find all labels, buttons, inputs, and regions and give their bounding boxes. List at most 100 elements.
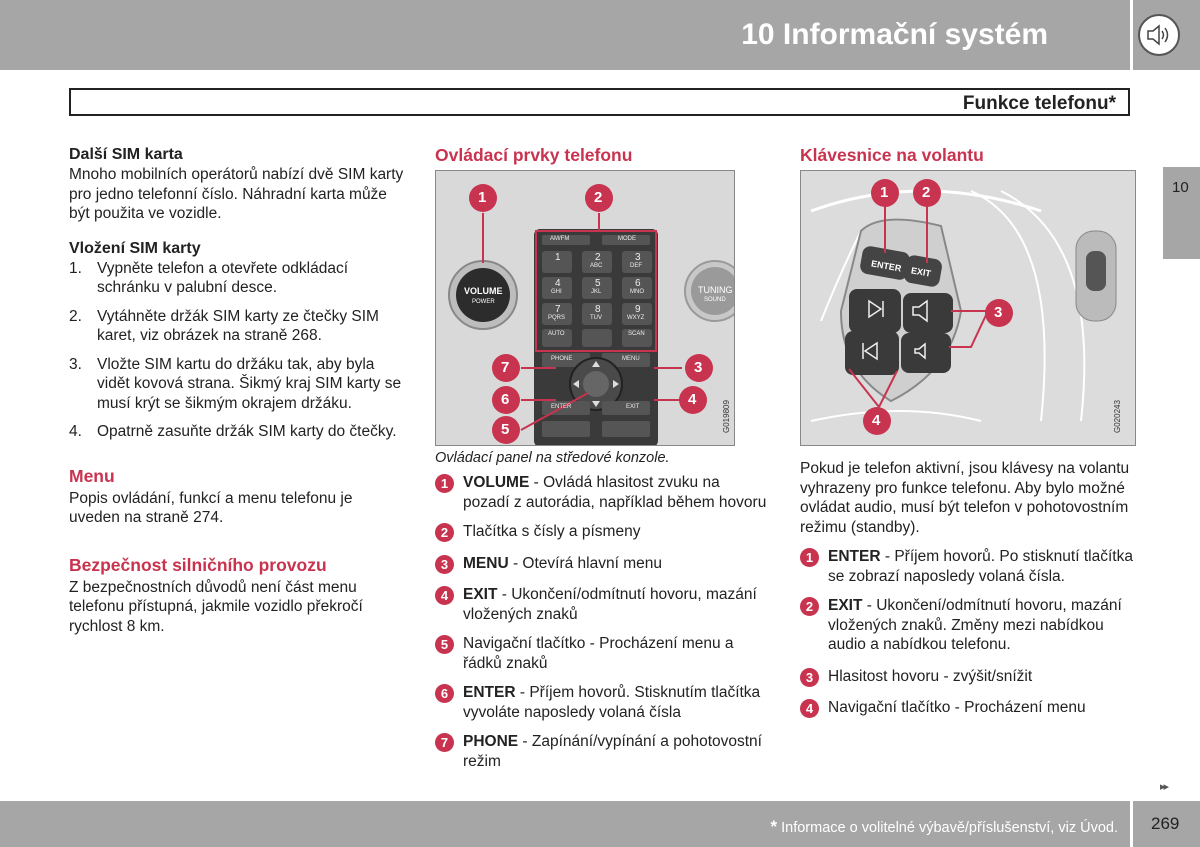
key-2: 2 <box>595 252 601 263</box>
steering-keypad-heading: Klávesnice na volantu <box>800 145 984 165</box>
item-badge: 6 <box>435 684 454 703</box>
item-badge: 4 <box>800 699 819 718</box>
key-9: 9 <box>635 304 641 315</box>
safety-text: Z bezpečnostních důvodů není část menu t… <box>69 578 363 635</box>
steering-keypad-figure: ENTER EXIT 1 2 3 4 G020243 <box>800 170 1136 446</box>
auto-label: AUTO <box>548 331 565 337</box>
badge-2: 2 <box>594 189 603 206</box>
wheel-badge-2: 2 <box>922 184 931 201</box>
key-7-letters: PQRS <box>548 315 566 321</box>
console-controls-heading: Ovládací prvky telefonu <box>435 145 633 165</box>
item-badge: 3 <box>435 554 454 574</box>
key-5: 5 <box>595 278 601 289</box>
chapter-side-tab: 10 <box>1163 167 1200 259</box>
badge-3: 3 <box>694 359 703 376</box>
console-panel-illustration <box>436 171 734 445</box>
steering-items-list: Pokud je telefon aktivní, jsou klávesy n… <box>800 459 1135 728</box>
badge-1: 1 <box>478 189 487 206</box>
page-number-box: 269 <box>1131 801 1200 847</box>
menu-text: Popis ovládání, funkcí a menu telefonu j… <box>69 489 353 527</box>
item-badge: 7 <box>435 733 454 752</box>
key-3: 3 <box>635 252 641 263</box>
key-1: 1 <box>555 252 561 263</box>
key-5-letters: JKL <box>591 289 602 295</box>
badge-6: 6 <box>501 391 510 408</box>
menu-heading: Menu <box>69 465 115 486</box>
figure-caption: Ovládací panel na středové konzole. <box>435 450 670 466</box>
wheel-badge-1: 1 <box>880 184 889 201</box>
key-2-letters: ABC <box>590 263 603 269</box>
item-badge: 3 <box>800 667 819 687</box>
item-badge: 1 <box>435 474 454 493</box>
column-console-controls: Ovládací prvky telefonu <box>435 145 770 168</box>
chapter-title: 10 Informační systém <box>741 18 1048 51</box>
section-title: Funkce telefonu* <box>962 93 1116 114</box>
key-7: 7 <box>555 304 561 315</box>
figure-code: G020243 <box>1113 400 1122 433</box>
phone-button-label: PHONE <box>551 356 573 362</box>
console-panel-figure: VOLUME POWER TUNING SOUND AM/FM MODE 1 2… <box>435 170 735 446</box>
key-4-letters: GHI <box>551 289 562 295</box>
steering-wheel-illustration <box>801 171 1135 445</box>
list-item: 4.Opatrně zasuňte držák SIM karty do čte… <box>69 423 397 440</box>
item-badge: 4 <box>435 586 454 605</box>
footer-bar: * Informace o volitelné výbavě/příslušen… <box>0 801 1130 847</box>
badge-5: 5 <box>501 421 510 438</box>
scan-label: SCAN <box>628 331 645 337</box>
list-item: 1.Vypněte telefon a otevřete odkládací s… <box>69 259 349 297</box>
key-8-letters: TUV <box>590 315 602 321</box>
badge-7: 7 <box>501 359 510 376</box>
key-4: 4 <box>555 278 561 289</box>
enter-button-label: ENTER <box>551 404 572 410</box>
key-8: 8 <box>595 304 601 315</box>
badge-4: 4 <box>688 391 697 408</box>
section-header: Funkce telefonu* <box>69 88 1130 116</box>
sim-heading: Další SIM karta <box>69 146 183 163</box>
sim-text: Mnoho mobilních operátorů nabízí dvě SIM… <box>69 166 404 222</box>
list-item: 3.Vložte SIM kartu do držáku tak, aby by… <box>69 355 402 412</box>
tuning-knob-label: TUNING <box>698 285 733 295</box>
wheel-badge-4: 4 <box>872 412 881 429</box>
speaker-icon <box>1138 14 1180 56</box>
key-6-letters: MNO <box>630 289 644 295</box>
sound-label: SOUND <box>704 297 726 303</box>
figure-code: G019809 <box>722 400 731 433</box>
item-badge: 1 <box>800 548 819 567</box>
safety-heading: Bezpečnost silničního provozu <box>69 554 327 575</box>
wheel-badge-3: 3 <box>994 304 1003 321</box>
item-badge: 2 <box>800 597 819 616</box>
power-label: POWER <box>472 299 495 305</box>
key-9-letters: WXYZ <box>627 315 645 321</box>
menu-button-label: MENU <box>622 356 640 362</box>
insert-steps-list: 1.Vypněte telefon a otevřete odkládací s… <box>69 259 404 442</box>
column-steering-keypad: Klávesnice na volantu <box>800 145 1135 168</box>
list-item: 2.Vytáhněte držák SIM karty ze čtečky SI… <box>69 307 379 345</box>
steering-intro: Pokud je telefon aktivní, jsou klávesy n… <box>800 460 1130 536</box>
item-badge: 2 <box>435 523 454 542</box>
insert-sim-heading: Vložení SIM karty <box>69 239 201 257</box>
item-badge: 5 <box>435 635 454 654</box>
exit-button-label: EXIT <box>626 404 640 410</box>
amfm-label: AM/FM <box>550 236 570 242</box>
next-page-arrows: ▸▸ <box>1160 781 1169 793</box>
column-sim: Další SIM karta Mnoho mobilních operátor… <box>69 145 404 636</box>
volume-knob-label: VOLUME <box>464 286 503 296</box>
key-3-letters: DEF <box>630 263 642 269</box>
page-number: 269 <box>1151 814 1180 833</box>
mode-label: MODE <box>618 236 636 242</box>
side-tab-label: 10 <box>1172 179 1189 196</box>
chapter-header-bar: 10 Informační systém <box>0 0 1130 70</box>
footnote: * Informace o volitelné výbavě/příslušen… <box>770 817 1118 836</box>
